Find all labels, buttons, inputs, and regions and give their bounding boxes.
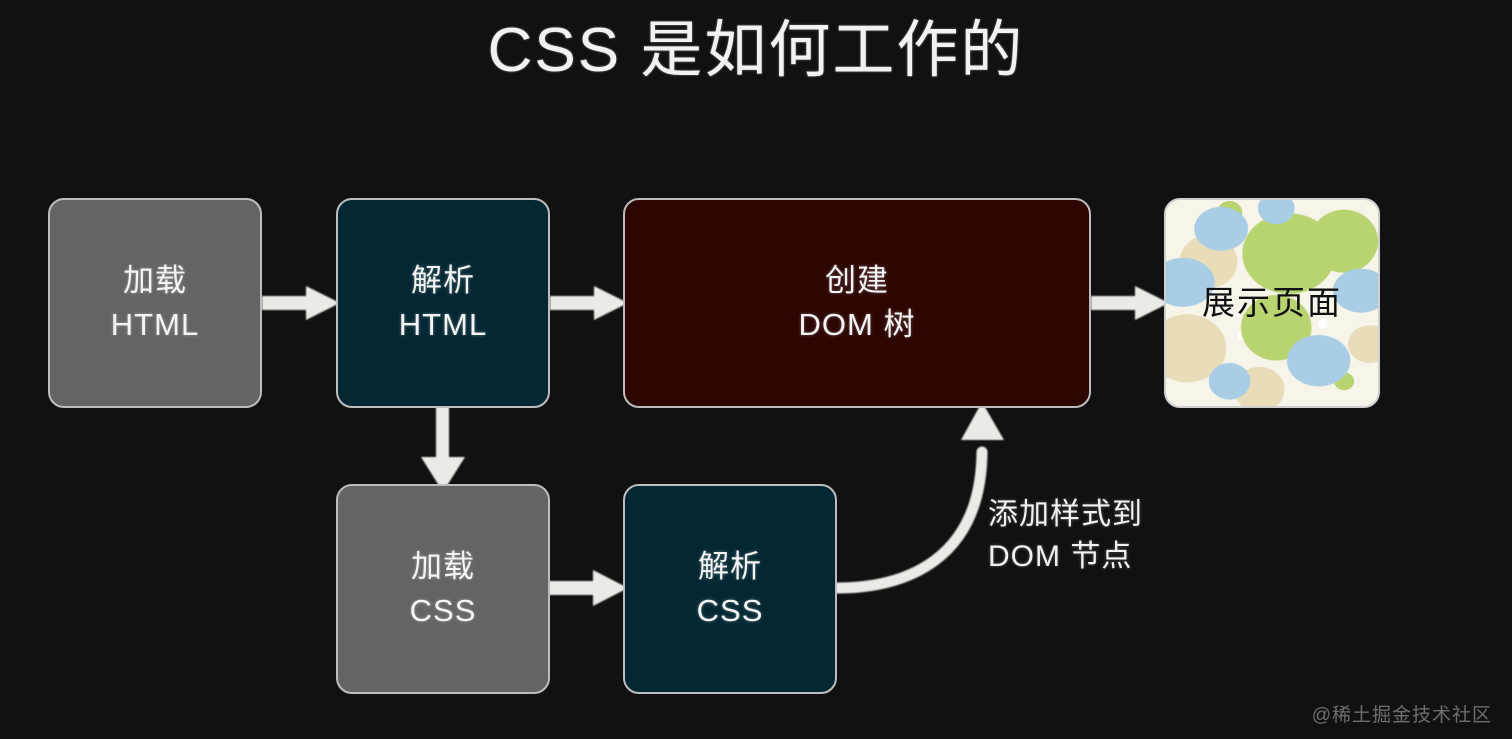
node-parse-html[interactable]: 解析 HTML [336,198,550,408]
arrow-parse-html-to-create-dom [550,286,628,320]
node-load-html[interactable]: 加载 HTML [48,198,262,408]
node-load-html-line1: 加载 [123,263,187,298]
node-load-css-line1: 加载 [411,549,475,584]
node-create-dom-line1: 创建 [825,263,889,298]
curve-arrow-caption: 添加样式到 DOM 节点 [988,494,1328,578]
node-render-page-label: 展示页面 [1202,284,1342,321]
watermark: @稀土掘金技术社区 [1311,705,1492,726]
arrow-parse-css-to-create-dom-curve [832,402,1004,594]
node-create-dom-tree[interactable]: 创建 DOM 树 [623,198,1091,408]
node-parse-html-line2: HTML [398,307,488,342]
curve-caption-line2: DOM 节点 [988,540,1133,573]
node-load-css-line2: CSS [409,593,477,628]
arrow-load-css-to-parse-css [549,570,628,606]
arrow-create-dom-to-render-page [1091,286,1169,320]
arrow-load-html-to-parse-html [262,286,340,320]
curve-caption-line1: 添加样式到 [988,498,1143,531]
arrow-parse-html-to-load-css [421,406,465,492]
node-create-dom-line2: DOM 树 [798,307,916,342]
node-parse-css[interactable]: 解析 CSS [623,484,837,694]
node-load-html-line2: HTML [110,307,200,342]
node-render-page[interactable]: 展示页面 [1164,198,1380,408]
node-parse-css-line1: 解析 [698,549,762,584]
node-load-css[interactable]: 加载 CSS [336,484,550,694]
page-title: CSS 是如何工作的 [487,16,1025,85]
node-parse-css-line2: CSS [696,593,764,628]
node-parse-html-line1: 解析 [411,263,475,298]
